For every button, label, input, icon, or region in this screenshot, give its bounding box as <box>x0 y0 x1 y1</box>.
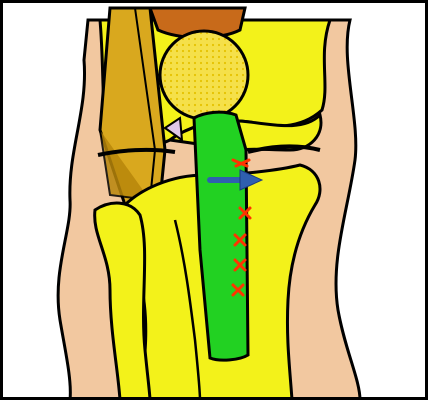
patella <box>160 31 248 119</box>
